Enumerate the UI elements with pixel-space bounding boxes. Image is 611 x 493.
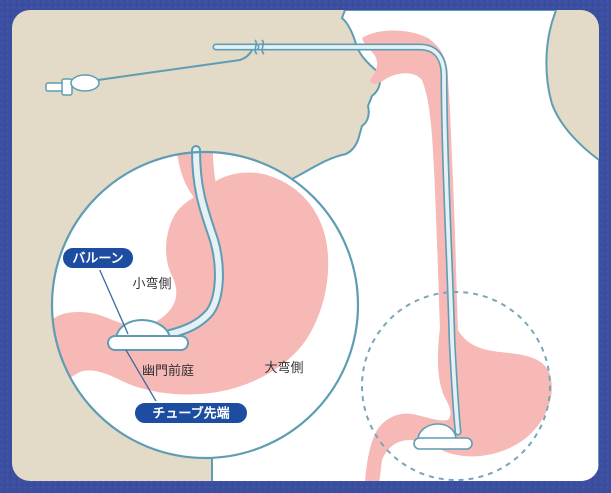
tube-body [256, 45, 460, 434]
balloon-small [417, 423, 457, 441]
tube-connector [45, 74, 100, 96]
greater-curvature-label: 大弯側 [264, 360, 303, 376]
magnified-view-border [50, 150, 360, 460]
balloon-label-text: バルーン [72, 252, 123, 267]
tube-break-mark [254, 39, 265, 55]
tube-magnified [167, 147, 222, 337]
balloon-label: バルーン [61, 246, 135, 270]
external-connecting-line [97, 49, 253, 81]
tube-tip-small [413, 437, 473, 450]
magnified-view: バルーン 小弯側 幽門前庭 大弯側 チューブ先端 [50, 145, 360, 460]
tube-tip-label: チューブ先端 [133, 401, 249, 425]
antrum-label: 幽門前庭 [142, 363, 194, 379]
tube-tip-leader-line [125, 349, 161, 409]
nasal-pharynx-esophagus [362, 30, 458, 330]
lesser-curvature-label: 小弯側 [132, 276, 171, 292]
tube-tip-magnified [107, 335, 189, 351]
tube-tip-label-text: チューブ先端 [152, 406, 229, 422]
stomach-focus-circle [361, 291, 551, 481]
balloon-leader-line [97, 265, 129, 335]
